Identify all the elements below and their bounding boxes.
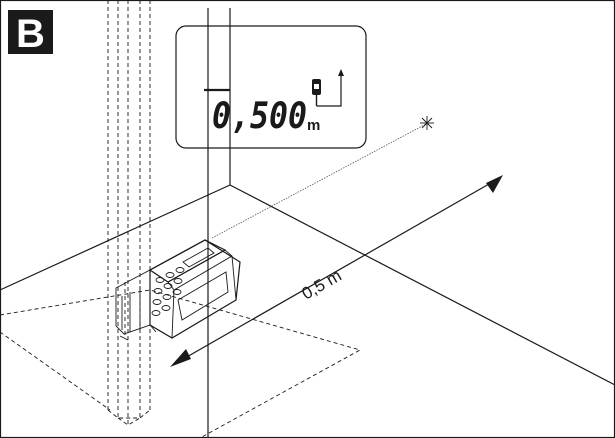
figure-label-badge: B bbox=[8, 10, 53, 56]
dashed-pillar bbox=[107, 0, 151, 426]
laser-rangefinder-device bbox=[115, 239, 241, 341]
device-keypad bbox=[151, 267, 185, 316]
floor-projection bbox=[0, 289, 362, 438]
dimension-label: 0,5 m bbox=[299, 266, 345, 304]
laser-beam bbox=[211, 123, 427, 239]
display-unit: m bbox=[307, 117, 320, 134]
figure-label: B bbox=[16, 12, 45, 56]
display-reading: 0,500 bbox=[212, 96, 307, 137]
dimension-arrow-icon bbox=[170, 175, 503, 367]
room-outline bbox=[0, 8, 615, 438]
device-reference-icon bbox=[312, 69, 344, 107]
laser-target-icon bbox=[420, 116, 434, 130]
display-callout: 0,500 m bbox=[175, 25, 367, 149]
